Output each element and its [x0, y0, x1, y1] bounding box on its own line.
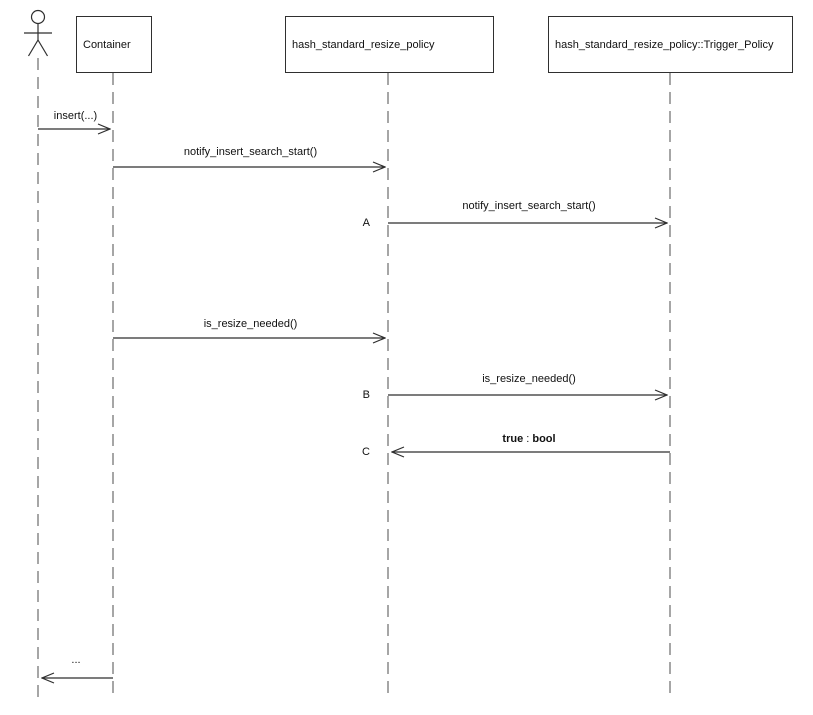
- participant-label-trigger-policy: hash_standard_resize_policy::Trigger_Pol…: [555, 38, 774, 51]
- message-label-ellipsis: ...: [71, 654, 81, 666]
- participant-box-container: Container: [76, 16, 152, 73]
- message-label-notify-2: notify_insert_search_start(): [462, 200, 596, 212]
- message-tag-b: B: [362, 389, 370, 401]
- message-label-return-bool: true : bool: [388, 433, 670, 446]
- message-label-notify-1: notify_insert_search_start(): [183, 146, 318, 158]
- actor-icon: [24, 9, 52, 57]
- return-separator: :: [523, 433, 533, 445]
- message-label-is-resize-1: is_resize_needed(): [203, 318, 298, 330]
- message-label-insert: insert(...): [53, 110, 98, 122]
- participant-box-trigger-policy: hash_standard_resize_policy::Trigger_Pol…: [548, 16, 793, 73]
- message-tag-a: A: [362, 217, 370, 229]
- return-type: bool: [532, 433, 556, 445]
- message-label-is-resize-2: is_resize_needed(): [482, 373, 576, 385]
- participant-label-container: Container: [83, 38, 131, 51]
- message-tag-c: C: [362, 446, 370, 458]
- participant-label-policy: hash_standard_resize_policy: [292, 38, 435, 51]
- participant-box-policy: hash_standard_resize_policy: [285, 16, 494, 73]
- return-value: true: [502, 433, 524, 445]
